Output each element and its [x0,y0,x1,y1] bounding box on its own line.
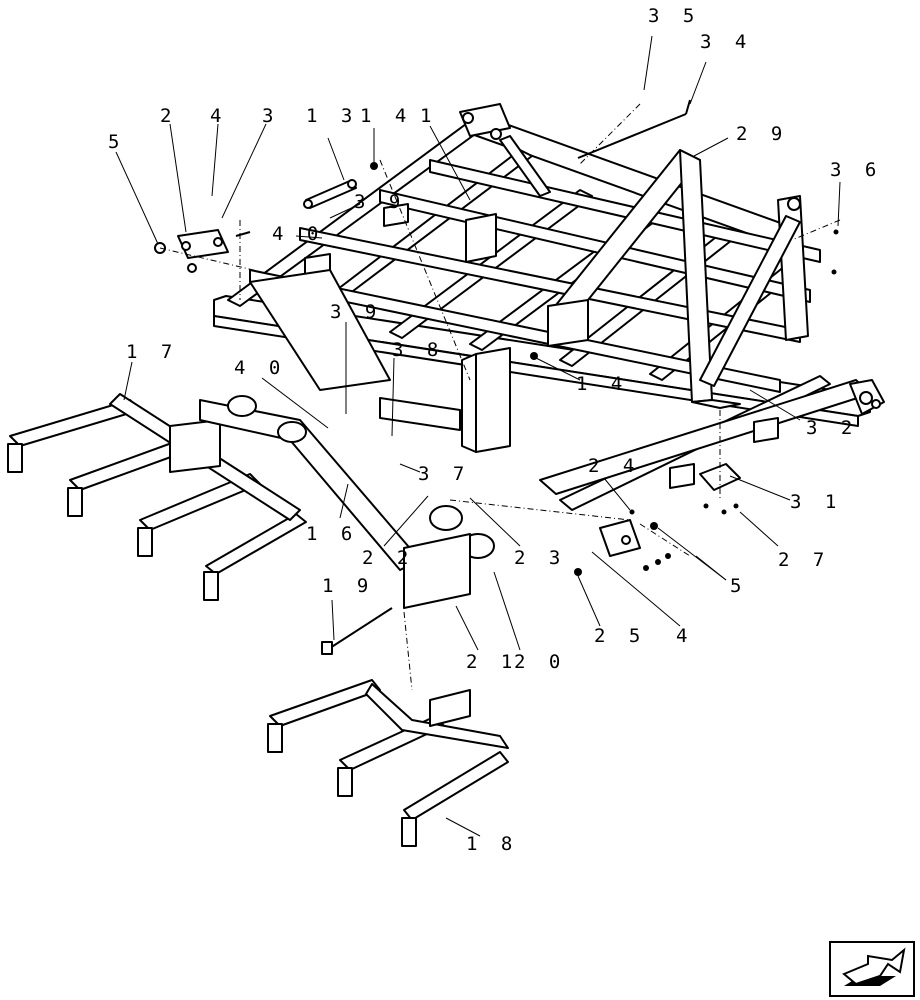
callout-5-left: 5 [108,131,125,153]
callout-39-top: 3 9 [354,191,406,213]
callout-29: 2 9 [736,123,788,145]
rod-34 [577,99,691,159]
callout-1: 1 [420,105,437,127]
callout-4-top: 4 [210,105,227,127]
left-wing-17 [7,393,307,601]
center-mast [461,213,511,453]
callout-14-top: 1 4 [360,105,412,127]
callout-23: 2 3 [514,547,566,569]
rear-wing-18 [267,679,509,847]
callout-27: 2 7 [778,549,830,571]
callout-18: 1 8 [466,833,518,855]
rocker-link [154,229,251,273]
callout-2: 2 [160,105,177,127]
clevis-25 [599,519,641,557]
tower-brace-29 [547,149,741,409]
rear-hitch [459,103,551,197]
leader-lines [115,35,841,837]
link-13 [303,179,357,209]
callout-34: 3 4 [700,31,752,53]
callout-21: 2 1 [466,651,518,673]
callout-31: 3 1 [790,491,842,513]
callout-3: 3 [262,105,279,127]
callout-25: 2 5 [594,625,646,647]
wing-arm-16 [199,395,495,609]
callout-labels: 3 5 3 4 2 9 3 6 2 4 3 1 3 1 4 1 5 3 9 4 … [108,5,882,855]
callout-14-mid: 1 4 [576,373,628,395]
next-page-arrow-icon[interactable] [829,941,915,997]
callout-16: 1 6 [306,523,358,545]
callout-19: 1 9 [322,575,374,597]
callout-35: 3 5 [648,5,700,27]
callout-40-mid: 4 0 [234,357,286,379]
callout-4-bottom: 4 [676,625,693,647]
callout-36: 3 6 [830,159,882,181]
right-tower [699,195,809,387]
callout-17: 1 7 [126,341,178,363]
callout-13: 1 3 [306,105,358,127]
callout-37: 3 7 [418,463,470,485]
callout-22: 2 2 [362,547,414,569]
callout-40-top: 4 0 [272,223,324,245]
rod-19 [321,607,393,655]
callout-20: 2 0 [514,651,566,673]
callout-5-right: 5 [730,575,747,597]
callout-38: 3 8 [392,339,444,361]
alignment-lines [159,103,841,691]
callout-39-mid: 3 9 [330,301,382,323]
callout-24: 2 4 [588,455,640,477]
hitch-end [849,379,885,415]
left-bracket [249,269,461,431]
callout-32: 3 2 [806,417,858,439]
